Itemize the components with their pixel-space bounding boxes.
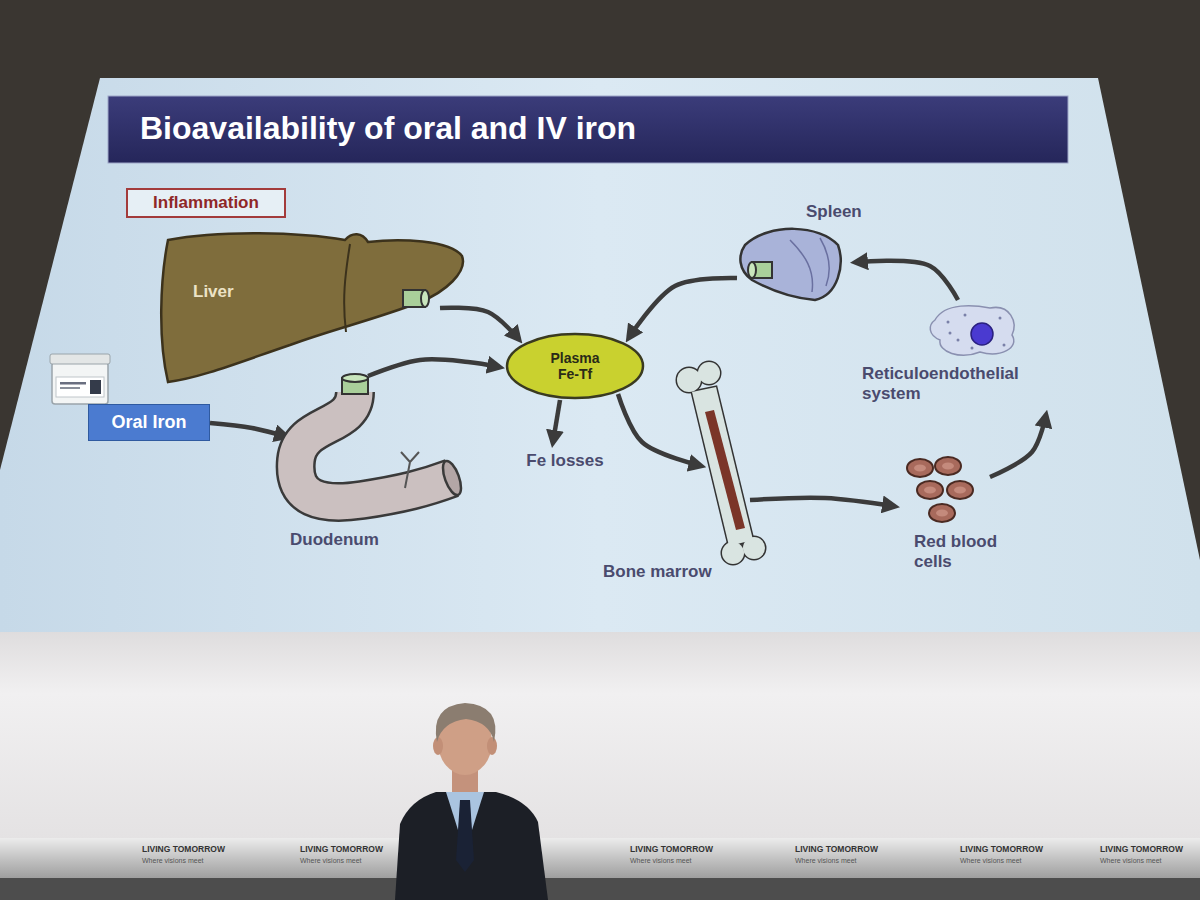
- reticuloendothelial-cell: Reticuloendothelial system: [858, 300, 1066, 410]
- flow-arrow: [553, 400, 560, 442]
- title-bar: [108, 96, 1068, 163]
- flow-arrow: [618, 394, 700, 466]
- flow-arrow: [440, 308, 519, 339]
- banner-tagline: Where visions meet: [630, 857, 691, 865]
- bone-marrow-bone-outline: [600, 358, 770, 590]
- banner-logo: LIVING TOMORROW: [795, 845, 878, 854]
- flow-arrow: [629, 278, 737, 338]
- lectern-front: [0, 878, 1200, 900]
- plasma-ellipse: Plasma Fe-Tf: [505, 332, 645, 400]
- flow-arrow: [210, 423, 286, 437]
- banner-logo: LIVING TOMORROW: [630, 845, 713, 854]
- inflammation-box: Inflammation: [126, 188, 286, 218]
- bone-marrow-bone: Bone marrow: [600, 358, 770, 590]
- flow-arrow: [750, 498, 894, 507]
- node-label: Fe losses: [526, 451, 604, 471]
- banner-tagline: Where visions meet: [795, 857, 856, 865]
- node-label: Spleen: [806, 202, 862, 222]
- banner-tagline: Where visions meet: [1100, 857, 1161, 865]
- stage-wall: [0, 630, 1200, 842]
- banner-logo: LIVING TOMORROW: [1100, 845, 1183, 854]
- flow-arrow: [856, 261, 958, 300]
- node-label: Bone marrow: [603, 562, 712, 582]
- liver-organ: Liver: [155, 228, 470, 388]
- liver-organ-outline: [155, 228, 470, 388]
- node-label: Duodenum: [290, 530, 379, 550]
- banner-logo: LIVING TOMORROW: [142, 845, 225, 854]
- slide-title: Bioavailability of oral and IV iron: [140, 110, 636, 147]
- node-label: Inflammation: [153, 193, 259, 213]
- node-label: Red blood cells: [914, 532, 1024, 571]
- banner-tagline: Where visions meet: [300, 857, 361, 865]
- speaker-figure: [395, 703, 548, 900]
- oral-iron-box: Oral Iron: [88, 404, 210, 441]
- banner-tagline: Where visions meet: [142, 857, 203, 865]
- node-label: Plasma Fe-Tf: [540, 350, 610, 382]
- projection-screen: [0, 78, 1200, 632]
- banner-tagline: Where visions meet: [960, 857, 1021, 865]
- node-label: Oral Iron: [111, 412, 186, 433]
- duodenum-organ-outline: [272, 368, 472, 558]
- duodenum-organ: Duodenum: [272, 368, 472, 558]
- spleen-organ: Spleen: [735, 200, 870, 300]
- flow-arrow: [990, 416, 1046, 477]
- sponsor-banner: [0, 838, 1200, 878]
- node-label: Reticuloendothelial system: [862, 364, 1062, 403]
- flow-arrow: [368, 359, 499, 376]
- banner-logo: LIVING TOMORROW: [960, 845, 1043, 854]
- fe-losses-label: Fe losses: [522, 448, 608, 474]
- banner-logo: LIVING TOMORROW: [300, 845, 383, 854]
- pill-bottle: [50, 354, 110, 404]
- node-label: Liver: [193, 282, 234, 302]
- red-blood-cells: Red blood cells: [895, 455, 1035, 585]
